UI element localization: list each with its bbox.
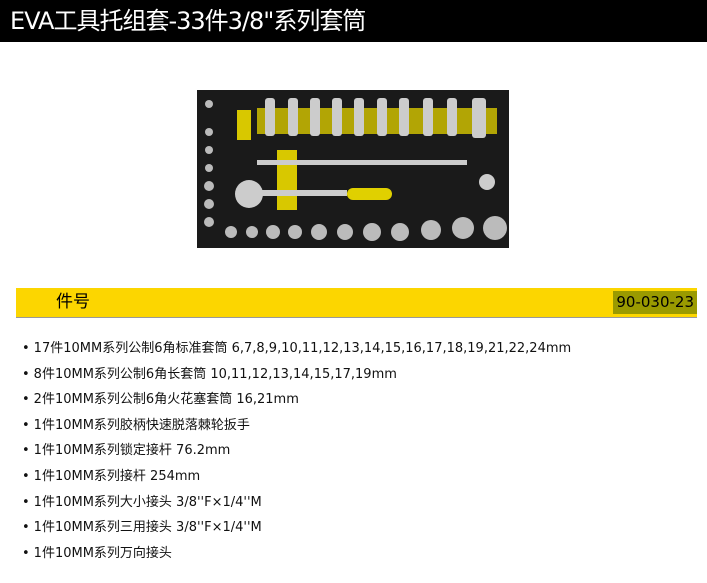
list-item: 1件10MM系列大小接头 3/8''F×1/4''M	[22, 490, 571, 516]
part-number-label: 件号	[56, 292, 90, 312]
part-number-value: 90-030-23	[613, 291, 697, 314]
list-item: 1件10MM系列接杆 254mm	[22, 464, 571, 490]
list-item: 1件10MM系列锁定接杆 76.2mm	[22, 438, 571, 464]
part-number-bar: 件号 90-030-23	[16, 288, 697, 318]
tool-tray-image	[197, 90, 509, 248]
list-item: 1件10MM系列万向接头	[22, 541, 571, 567]
contents-list: 17件10MM系列公制6角标准套筒 6,7,8,9,10,11,12,13,14…	[22, 336, 572, 567]
list-item: 8件10MM系列公制6角长套筒 10,11,12,13,14,15,17,19m…	[22, 362, 571, 388]
list-item: 2件10MM系列公制6角火花塞套筒 16,21mm	[22, 387, 571, 413]
list-item: 17件10MM系列公制6角标准套筒 6,7,8,9,10,11,12,13,14…	[22, 336, 572, 362]
list-item: 1件10MM系列胶柄快速脱落棘轮扳手	[22, 413, 571, 439]
page-title: EVA工具托组套-33件3/8"系列套筒	[0, 0, 707, 42]
list-item: 1件10MM系列三用接头 3/8''F×1/4''M	[22, 515, 571, 541]
